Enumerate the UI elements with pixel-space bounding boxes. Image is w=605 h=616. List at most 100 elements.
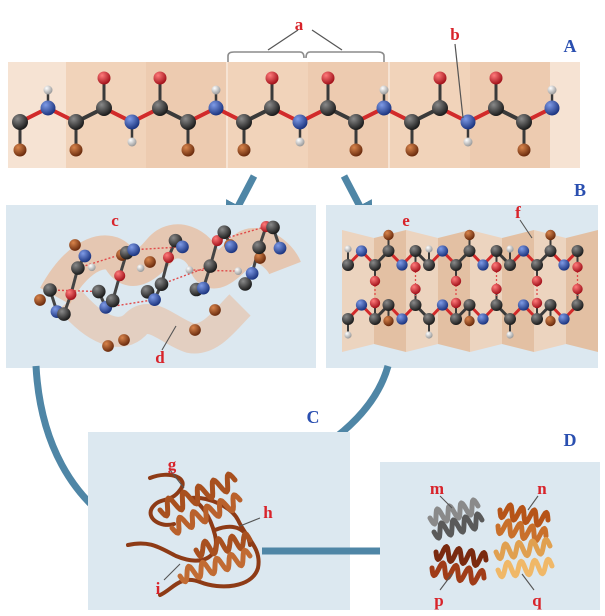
- carbon-atom: [504, 313, 516, 325]
- oxygen-atom: [433, 71, 447, 85]
- helix-atoms: [34, 220, 287, 352]
- nitrogen-atom: [544, 100, 560, 116]
- side-chain-atom: [383, 315, 394, 327]
- leader-q: [521, 573, 535, 591]
- carbon-atom: [68, 114, 84, 130]
- section-label-b: B: [574, 180, 586, 200]
- carbon-atom: [96, 100, 112, 116]
- quaternary-subunits: [427, 497, 555, 586]
- bracket-right: [305, 51, 385, 62]
- side-chain-atom: [118, 334, 130, 346]
- nitrogen-atom: [148, 293, 161, 307]
- carbon-atom: [342, 259, 354, 271]
- quaternary-panel-bg: [380, 462, 600, 610]
- side-chain-atom: [545, 229, 556, 241]
- side-chain-atom: [209, 304, 221, 316]
- carbon-atom: [516, 114, 532, 130]
- hydrogen-atom: [425, 331, 433, 339]
- nitrogen-atom: [292, 114, 308, 130]
- leader-a1: [267, 29, 299, 51]
- label-h: h: [263, 503, 273, 522]
- side-chain-atom: [189, 324, 201, 336]
- leader-a2: [311, 29, 343, 51]
- carbon-atom: [236, 114, 252, 130]
- side-chain-atom: [144, 256, 156, 268]
- carbon-atom: [409, 299, 422, 311]
- carbon-atom: [463, 299, 476, 311]
- nitrogen-atom: [558, 259, 570, 271]
- hydrogen-atom: [136, 264, 145, 273]
- carbon-atom: [571, 299, 584, 311]
- leader-g: [169, 469, 185, 489]
- hydrogen-atom: [547, 85, 557, 95]
- side-chain-atom: [102, 340, 114, 352]
- label-f: f: [515, 203, 521, 222]
- nitrogen-atom: [224, 240, 238, 254]
- carbon-atom: [252, 240, 266, 255]
- carbon-atom: [423, 313, 435, 325]
- carbon-atom: [348, 114, 364, 130]
- side-chain-atom: [517, 143, 531, 157]
- carbon-atom: [264, 100, 280, 116]
- side-chain-atom: [69, 143, 83, 157]
- nitrogen-atom: [396, 313, 408, 325]
- hydrogen-atom: [43, 85, 53, 95]
- side-chain-atom: [464, 315, 475, 327]
- carbon-atom: [571, 245, 584, 257]
- hydrogen-atom: [379, 85, 389, 95]
- side-chain-atom: [545, 315, 556, 327]
- subunit-p-helix: [429, 560, 487, 586]
- carbon-atom: [409, 245, 422, 257]
- section-label-a: A: [564, 36, 577, 56]
- primary-structure-panel: a b A: [8, 15, 580, 168]
- carbon-atom: [544, 299, 557, 311]
- nitrogen-atom: [396, 259, 408, 271]
- label-q: q: [532, 591, 542, 610]
- hydrogen-atom: [127, 137, 137, 147]
- bracket-left: [227, 51, 305, 62]
- label-g: g: [168, 455, 177, 474]
- hydrogen-atom: [463, 137, 473, 147]
- label-b: b: [450, 25, 459, 44]
- section-label-d: D: [564, 430, 577, 450]
- oxygen-atom: [489, 71, 503, 85]
- oxygen-atom: [321, 71, 335, 85]
- carbon-atom: [490, 245, 503, 257]
- carbon-atom: [342, 313, 354, 325]
- hydrogen-atom: [425, 245, 433, 253]
- tertiary-structure-panel: g h i C: [88, 407, 350, 610]
- oxygen-atom: [450, 297, 462, 309]
- nitrogen-atom: [477, 259, 489, 271]
- leader-b: [454, 43, 464, 119]
- carbon-atom: [320, 100, 336, 116]
- oxygen-atom: [114, 270, 126, 282]
- leader-d: [161, 325, 177, 351]
- hydrogen-atom: [506, 245, 514, 253]
- carbon-atom: [91, 284, 106, 299]
- label-p: p: [434, 591, 443, 610]
- nitrogen-atom: [460, 114, 476, 130]
- subunit-n-helix: [497, 502, 551, 528]
- hydrogen-bond: [77, 252, 127, 269]
- carbon-atom: [488, 100, 504, 116]
- label-d: d: [155, 348, 165, 367]
- nitrogen-atom: [40, 100, 56, 116]
- hydrogen-atom: [234, 267, 243, 275]
- nitrogen-atom: [355, 245, 368, 257]
- nitrogen-atom: [196, 281, 210, 295]
- nitrogen-atom: [176, 240, 189, 254]
- alpha-helix-segment: [157, 471, 238, 519]
- oxygen-atom: [491, 261, 502, 273]
- nitrogen-atom: [517, 245, 530, 257]
- carbon-atom: [544, 245, 557, 257]
- alpha-helix-panel: c d: [6, 205, 316, 368]
- nitrogen-atom: [245, 267, 259, 280]
- nitrogen-atom: [273, 241, 287, 255]
- side-chain-atom: [34, 294, 46, 306]
- oxygen-atom: [162, 251, 175, 263]
- carbon-atom: [203, 259, 218, 273]
- oxygen-atom: [265, 71, 279, 85]
- nitrogen-atom: [477, 313, 489, 325]
- oxygen-atom: [572, 283, 583, 295]
- side-chain-atom: [13, 143, 27, 157]
